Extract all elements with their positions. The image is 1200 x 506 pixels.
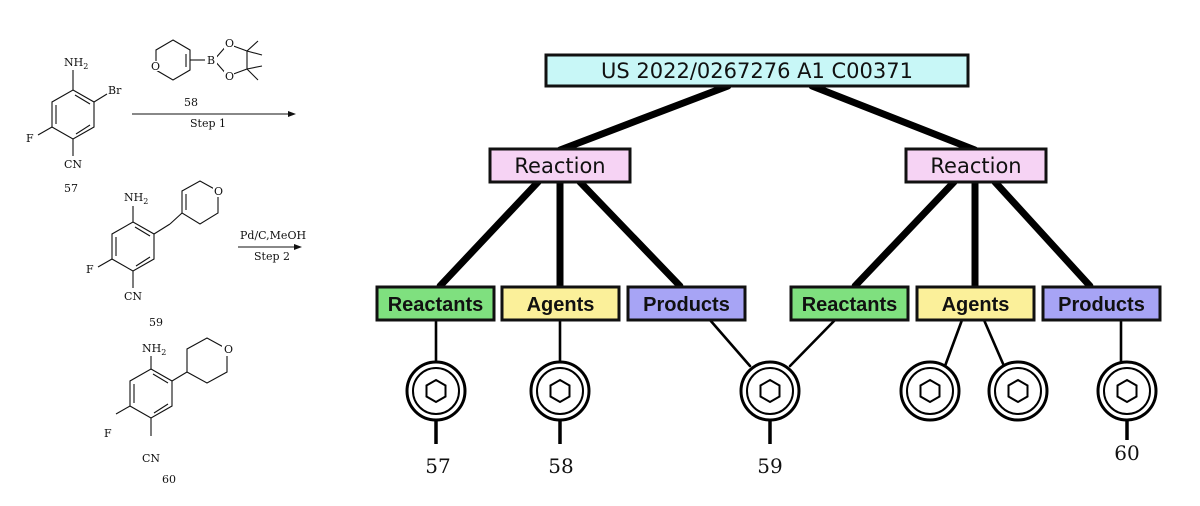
hexagon-molecule-icon xyxy=(425,378,447,404)
boronate-oxygen-bottom-label: O xyxy=(225,70,234,83)
boronate-oxygen-top-label: O xyxy=(225,37,234,50)
compound-number-60: 60 xyxy=(162,473,176,486)
compound-number-59: 59 xyxy=(149,316,163,329)
root-label: US 2022/0267276 A1 C00371 xyxy=(601,59,913,83)
amine-label: NH2 xyxy=(64,56,88,71)
products-label: Products xyxy=(643,294,730,316)
hexagon-molecule-icon xyxy=(759,378,781,404)
reaction-label: Reaction xyxy=(514,154,605,178)
agents-node-1: Agents xyxy=(500,285,621,322)
amine-label: NH2 xyxy=(142,342,166,357)
reaction-scheme: NH2 Br F CN 57 O B O O 58 xyxy=(26,37,306,486)
fluorine-label: F xyxy=(86,263,94,276)
molecule-leaf-57: 57 xyxy=(405,360,467,478)
nitrile-label: CN xyxy=(64,158,82,171)
compound-60-structure: NH2 O F CN xyxy=(104,337,234,465)
amine-label: NH2 xyxy=(124,191,148,206)
hexagon-molecule-icon xyxy=(549,378,571,404)
reaction-tree: US 2022/0267276 A1 C00371 Reaction React… xyxy=(375,53,1162,478)
reaction-node-1: Reaction xyxy=(488,147,632,184)
nitrile-label: CN xyxy=(142,452,160,465)
step-2-reagent: Pd/C,MeOH xyxy=(240,229,306,242)
molecule-label: 60 xyxy=(1114,441,1139,465)
molecule-leaf-59: 59 xyxy=(739,360,801,478)
hexagon-molecule-icon xyxy=(1116,378,1138,404)
agents-node-2: Agents xyxy=(915,285,1036,322)
reactants-node-1: Reactants xyxy=(375,285,496,322)
agents-label: Agents xyxy=(527,294,595,316)
reaction-node-2: Reaction xyxy=(904,147,1048,184)
step-2-arrow: Pd/C,MeOH Step 2 xyxy=(238,229,306,263)
products-node-2: Products xyxy=(1041,285,1162,322)
boron-label: B xyxy=(207,54,215,67)
molecule-label: 59 xyxy=(757,454,782,478)
tree-edges xyxy=(434,82,1123,368)
molecule-label: 58 xyxy=(548,454,573,478)
reaction-label: Reaction xyxy=(930,154,1021,178)
bromine-label: Br xyxy=(108,84,122,97)
agents-label: Agents xyxy=(942,294,1010,316)
step-1-label: Step 1 xyxy=(190,117,226,130)
hexagon-molecule-icon xyxy=(1007,378,1029,404)
ring-oxygen-label: O xyxy=(214,185,223,198)
ring-oxygen-label: O xyxy=(151,60,160,73)
molecule-leaf-60: 60 xyxy=(1096,360,1158,465)
products-node-1: Products xyxy=(626,285,747,322)
fluorine-label: F xyxy=(26,132,34,145)
molecule-leaf-58: 58 xyxy=(529,360,591,478)
root-node: US 2022/0267276 A1 C00371 xyxy=(544,53,970,88)
hexagon-molecule-icon xyxy=(919,378,941,404)
nitrile-label: CN xyxy=(124,290,142,303)
reactants-label: Reactants xyxy=(388,294,484,316)
reactants-label: Reactants xyxy=(802,294,898,316)
compound-number-57: 57 xyxy=(64,182,78,195)
compound-58-structure: O B O O xyxy=(150,37,263,83)
step-1-arrow: 58 Step 1 xyxy=(132,96,296,130)
step-2-label: Step 2 xyxy=(254,250,290,263)
compound-57-structure: NH2 Br F CN xyxy=(26,56,122,171)
molecule-leaf-agent-b xyxy=(987,360,1049,422)
reactants-node-2: Reactants xyxy=(789,285,910,322)
molecule-label: 57 xyxy=(425,454,450,478)
products-label: Products xyxy=(1058,294,1145,316)
compound-59-structure: NH2 O F CN xyxy=(86,180,224,303)
fluorine-label: F xyxy=(104,427,112,440)
molecule-leaf-agent-a xyxy=(899,360,961,422)
ring-oxygen-label: O xyxy=(224,343,233,356)
step-1-reagent: 58 xyxy=(184,96,198,109)
